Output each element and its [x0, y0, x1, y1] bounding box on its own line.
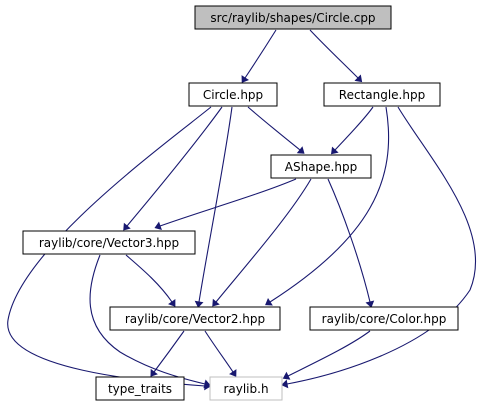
node-type-traits-label: type_traits — [108, 382, 172, 396]
edge-line — [247, 106, 301, 151]
edge-arrowhead — [194, 300, 204, 308]
edge-line — [159, 178, 297, 227]
node-color-hpp-label: raylib/core/Color.hpp — [322, 312, 447, 326]
edge-line — [287, 330, 371, 377]
edge-arrowhead — [168, 299, 176, 307]
edge-rectangle-to-raylib — [281, 106, 477, 389]
edge-line — [153, 330, 185, 373]
edge-root-to-rectangle — [309, 29, 363, 83]
edge-circle-to-vector3 — [123, 106, 223, 231]
edge-arrowhead — [281, 379, 289, 389]
node-ashape-hpp-box — [270, 154, 372, 179]
node-color-hpp[interactable]: raylib/core/Color.hpp — [309, 306, 459, 331]
edge-circle-to-vector2 — [194, 106, 233, 308]
edge-vector3-to-vector2 — [125, 254, 176, 307]
node-rectangle-hpp[interactable]: Rectangle.hpp — [323, 82, 441, 107]
node-ashape-hpp[interactable]: AShape.hpp — [270, 154, 372, 179]
edge-arrowhead — [203, 379, 211, 389]
node-rectangle-hpp-label: Rectangle.hpp — [339, 88, 425, 102]
node-circle-hpp[interactable]: Circle.hpp — [188, 82, 278, 107]
edges-layer — [7, 29, 477, 391]
node-raylib-h[interactable]: raylib.h — [209, 376, 283, 401]
edge-line — [327, 178, 371, 303]
node-vector2-hpp[interactable]: raylib/core/Vector2.hpp — [109, 306, 281, 331]
edge-ashape-to-vector3 — [154, 178, 297, 231]
node-circle-hpp-box — [188, 82, 278, 107]
edge-line — [204, 330, 234, 373]
node-rectangle-hpp-box — [323, 82, 441, 107]
edge-vector2-to-type_traits — [150, 330, 185, 377]
node-vector2-hpp-label: raylib/core/Vector2.hpp — [125, 312, 265, 326]
edge-line — [198, 106, 233, 303]
edge-line — [125, 254, 173, 303]
edge-color-to-raylib — [282, 330, 371, 380]
edge-rectangle-to-ashape — [331, 106, 374, 155]
edge-arrowhead — [354, 74, 363, 83]
node-ashape-hpp-label: AShape.hpp — [285, 160, 357, 174]
edge-circle-to-ashape — [247, 106, 305, 154]
node-raylib-h-label: raylib.h — [223, 382, 268, 396]
edge-line — [334, 106, 374, 151]
node-raylib-h-box — [209, 376, 283, 401]
edge-line — [269, 106, 390, 303]
edge-line — [215, 178, 312, 303]
node-color-hpp-box — [309, 306, 459, 331]
node-vector3-hpp[interactable]: raylib/core/Vector3.hpp — [22, 230, 196, 255]
edge-arrowhead — [154, 221, 162, 231]
edge-line — [126, 106, 223, 227]
edge-arrowhead — [331, 146, 339, 155]
edge-vector2-to-raylib — [204, 330, 237, 377]
node-vector2-hpp-box — [109, 306, 281, 331]
edge-arrowhead — [282, 371, 291, 380]
edge-ashape-to-vector2 — [212, 178, 312, 307]
edge-ashape-to-color — [327, 178, 375, 308]
node-type-traits-box — [95, 376, 185, 401]
node-root-box — [194, 5, 392, 30]
edge-arrowhead — [241, 75, 249, 83]
edge-arrowhead — [296, 146, 305, 154]
node-root-label: src/raylib/shapes/Circle.cpp — [210, 11, 375, 25]
edge-arrowhead — [212, 298, 220, 307]
edge-line — [309, 29, 359, 79]
node-vector3-hpp-label: raylib/core/Vector3.hpp — [39, 236, 179, 250]
edge-arrowhead — [265, 297, 273, 306]
edge-line — [286, 106, 477, 385]
edge-line — [244, 29, 277, 79]
edge-arrowhead — [365, 300, 375, 308]
edge-arrowhead — [229, 369, 237, 377]
edge-root-to-circle — [241, 29, 277, 83]
edge-arrowhead — [150, 368, 158, 377]
node-root[interactable]: src/raylib/shapes/Circle.cpp — [194, 5, 392, 30]
node-type-traits[interactable]: type_traits — [95, 376, 185, 401]
node-circle-hpp-label: Circle.hpp — [203, 88, 263, 102]
edge-rectangle-to-vector2 — [265, 106, 390, 306]
edge-arrowhead — [123, 222, 131, 231]
node-vector3-hpp-box — [22, 230, 196, 255]
